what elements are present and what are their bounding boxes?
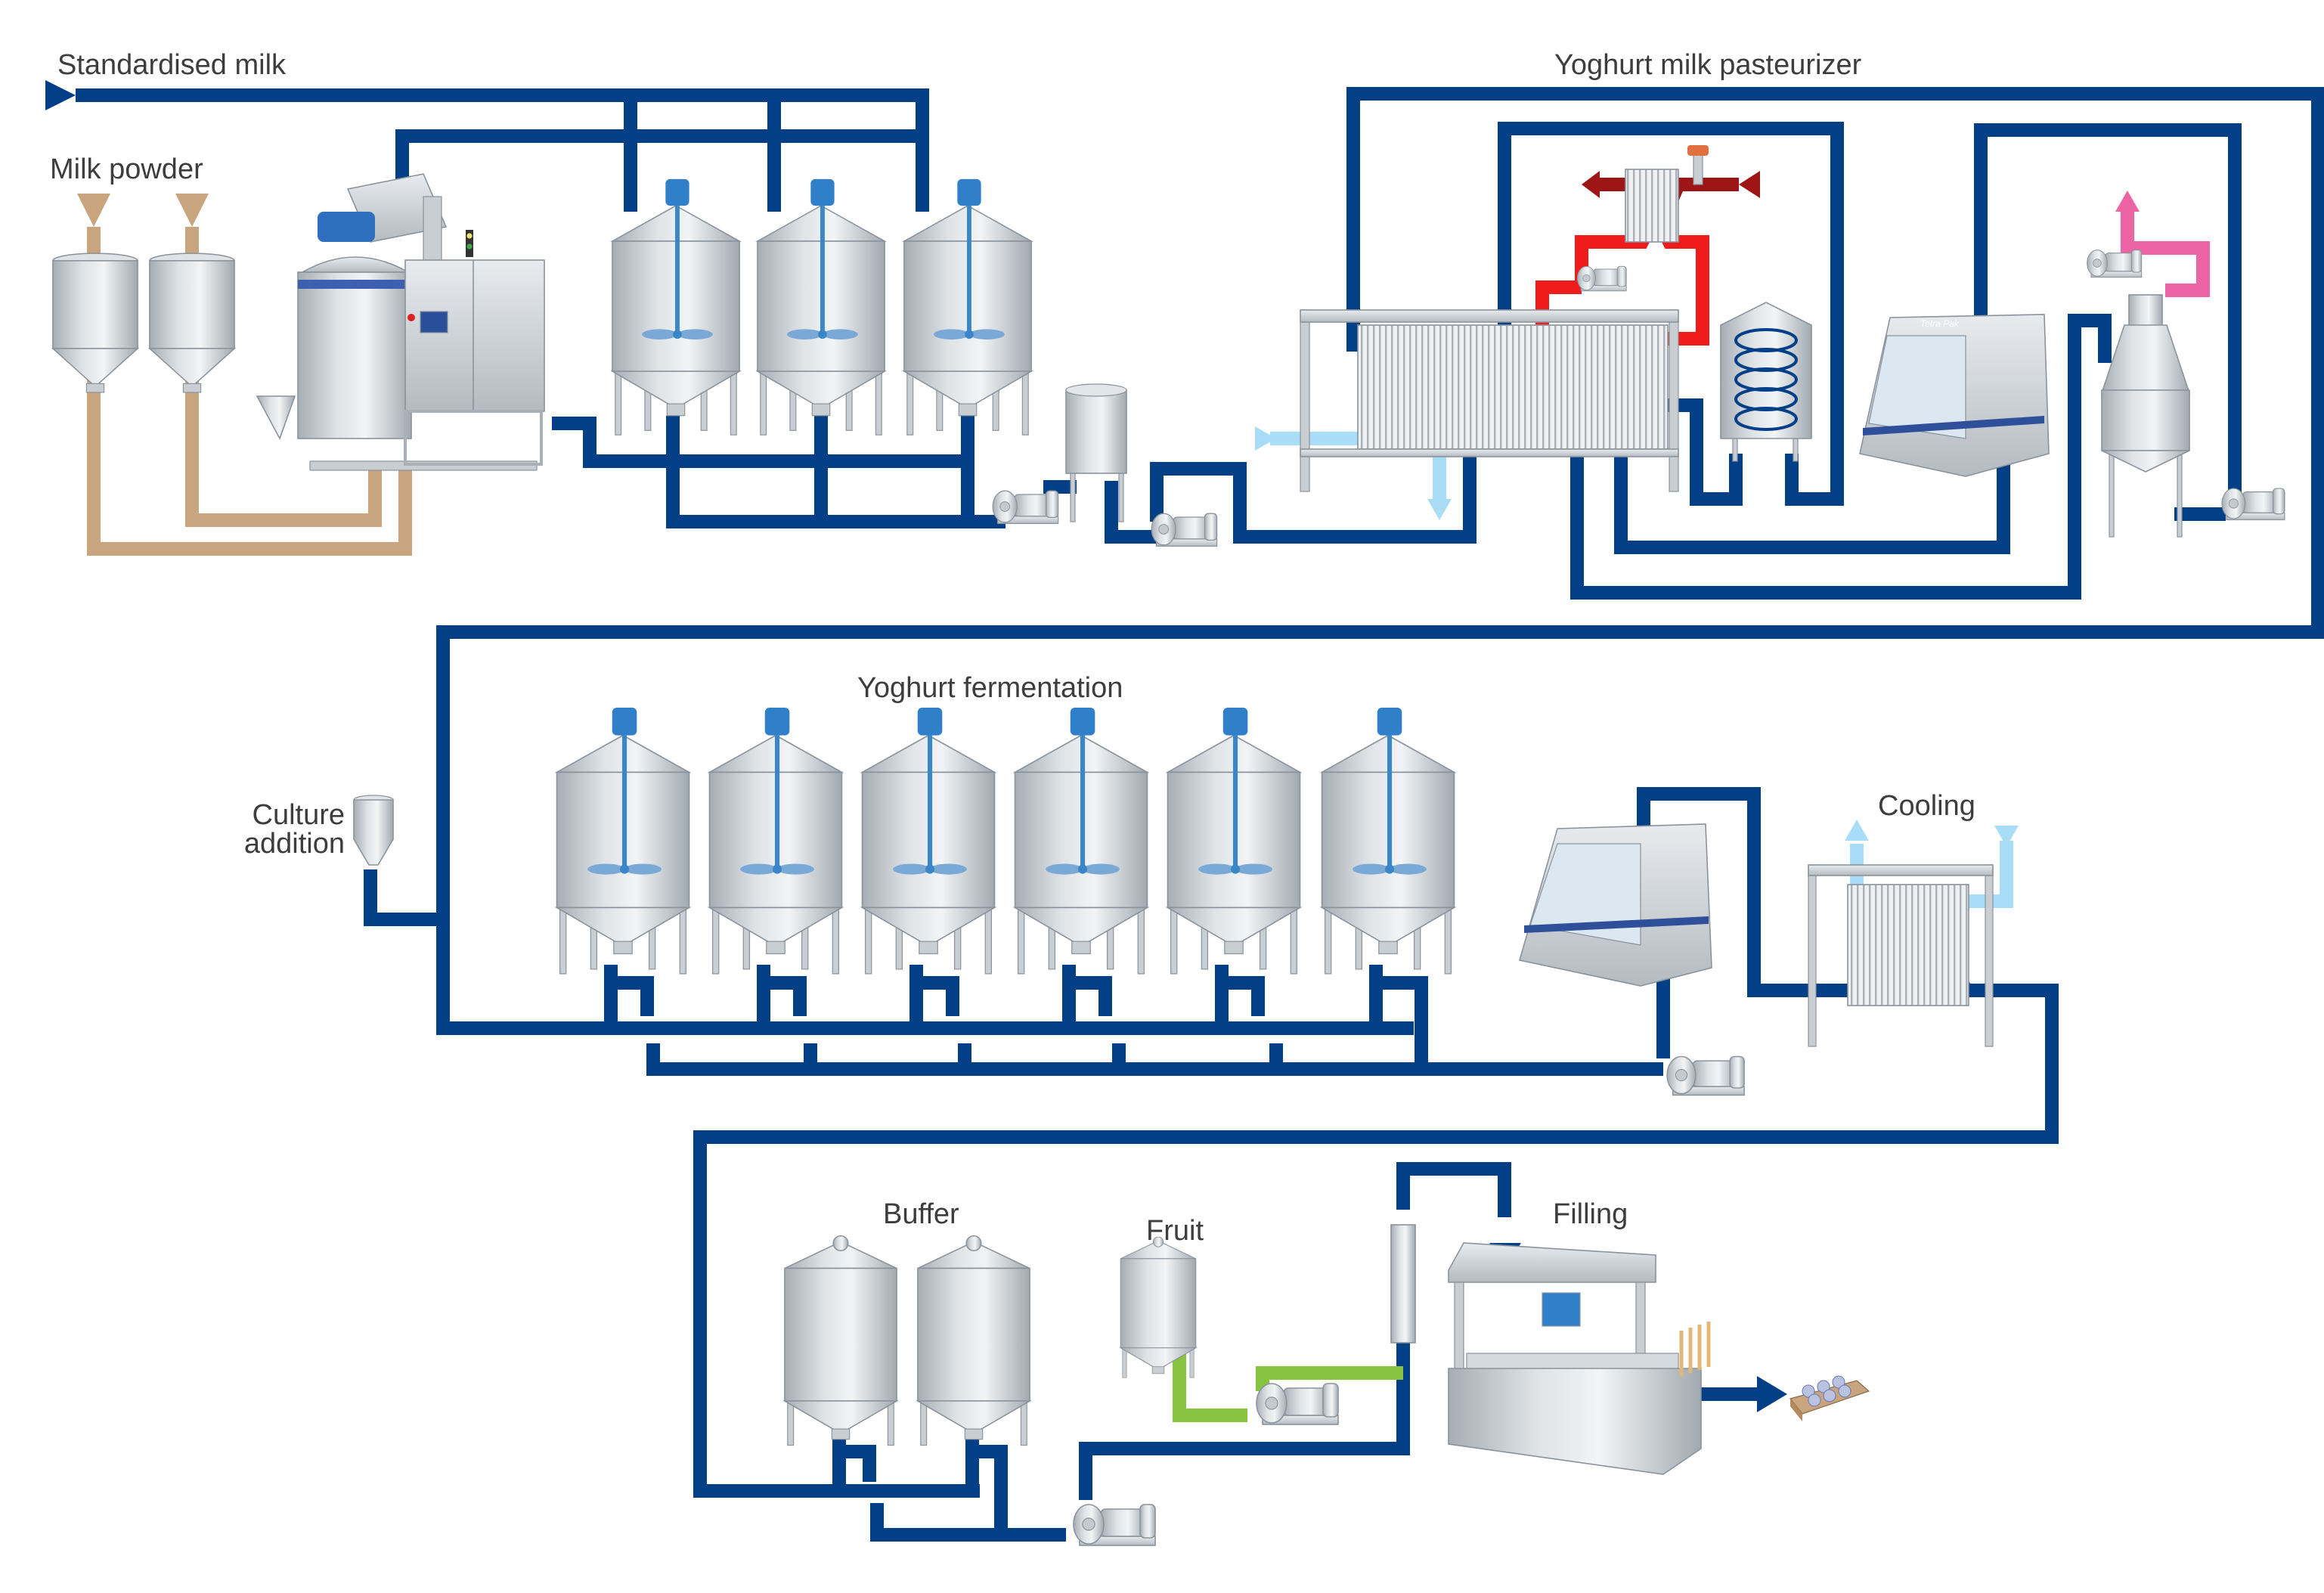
mixer-return-pipe [395,129,922,212]
homogenizer-feed-pipe [1614,396,2010,554]
deaerator-feed-pipe [1570,314,2112,600]
mixer-outlet-pipe [552,417,968,468]
standardisation-tank-3 [904,179,1031,435]
product-out-arrow-icon [1757,1376,1787,1412]
plate-heat-exchanger [1300,309,1679,492]
standardised-milk-arrow-icon [45,80,76,110]
label-culture-line2: addition [244,828,345,860]
label-culture-line1: Culture [253,799,346,831]
deaerator-pump [2221,488,2285,521]
label-pasteurizer: Yoghurt milk pasteurizer [1554,49,1862,81]
label-filling: Filling [1553,1198,1628,1230]
holding-coil [1734,328,1798,431]
fruit-dosing-pump [1256,1383,1339,1425]
fermentation-outlet-stubs [804,1043,1283,1069]
fermentation-outlet-header [646,1043,1663,1076]
fermentation-tank-3 [863,708,995,974]
culture-addition-pipe [364,869,443,926]
control-cabinet [404,259,545,412]
filler-inlet-pipe [1396,1162,1511,1217]
cooling-water-out-arrow-icon [1427,499,1452,520]
milk-powder-hopper-1 [52,253,138,393]
filling-feed-pump [1072,1503,1157,1547]
fermentation-tank-branches [611,976,1428,1069]
cip-unit [1518,823,1712,987]
pasteurizer-feed-pipe [1150,396,1477,544]
tank-outlet-header [666,416,1006,528]
holding-tube [1720,302,1812,462]
fermentation-tank-1 [557,708,689,974]
control-panel-screen [420,311,448,333]
buffer-tank-2 [917,1235,1030,1446]
homogenizer: Tetra Pak [1859,314,2050,477]
hot-water-pump [1576,265,1627,292]
feed-pump-2 [1151,513,1218,547]
label-fermentation: Yoghurt fermentation [857,672,1123,704]
mixer-unit [256,173,545,471]
plate-cooler [1808,864,1994,1047]
fermentation-tank-outlets [604,965,1383,1028]
deaerator [2100,294,2191,538]
buffer-outlet-header [870,1503,1066,1542]
fermentation-outlet-pump [1666,1055,1745,1096]
vacuum-pump [2087,249,2143,278]
vacuum-out-arrow-icon [2115,191,2140,212]
mixer-motor [318,212,375,242]
balance-tank [1065,383,1127,522]
label-standardised-milk: Standardised milk [57,49,287,81]
cup-stacks [1679,1322,1711,1376]
fermentation-tank-4 [1015,708,1148,974]
milk-powder-inlet-arrow-2 [175,194,209,227]
steam-heater [1625,145,1709,243]
buffer-2-branch [972,1445,1008,1535]
vacuum-line [2121,212,2210,297]
steam-in-arrow-icon [1739,171,1760,198]
filling-feed-pipe [1079,1320,1410,1500]
fermentation-tank-5 [1168,708,1300,974]
filling-machine [1448,1242,1711,1475]
steam-valve-actuator [1687,145,1709,156]
label-buffer: Buffer [883,1198,959,1230]
standardised-milk-pipe [76,88,929,212]
fermentation-tank-6 [1322,708,1455,974]
standardisation-tank-2 [758,179,885,435]
brand-label: Tetra Pak [1920,318,1960,329]
yoghurt-cup-crate [1789,1375,1870,1421]
culture-addition-funnel [353,795,394,866]
fermentation-tank-2 [710,708,842,974]
fruit-line [1173,1353,1247,1422]
cooler-water-in-arrow-icon [1994,826,2019,847]
fruit-dosing-line [1256,1366,1403,1391]
signal-tower [466,230,473,257]
label-cooling: Cooling [1878,790,1975,822]
homogenizer-outlet-pipe [1974,123,2242,499]
inline-mixer [1390,1224,1416,1344]
emergency-stop-button [407,314,415,321]
filler-control-panel [1542,1292,1581,1327]
cooling-water-in-arrow-icon [1255,426,1276,451]
steam-out-arrow-icon [1582,171,1600,198]
feed-pump-1 [992,490,1059,525]
milk-powder-hopper-2 [149,253,235,393]
label-milk-powder: Milk powder [50,153,203,185]
balance-tank-outlet [1105,481,1157,544]
cooler-water-out-arrow-icon [1845,820,1869,841]
label-fruit: Fruit [1146,1215,1204,1247]
standardisation-tank-1 [612,179,739,435]
milk-powder-inlet-arrow-1 [77,194,110,227]
buffer-tank-1 [784,1235,897,1446]
buffer-1-branch [839,1445,876,1482]
pasteurized-milk-main-loop [436,87,2324,1035]
